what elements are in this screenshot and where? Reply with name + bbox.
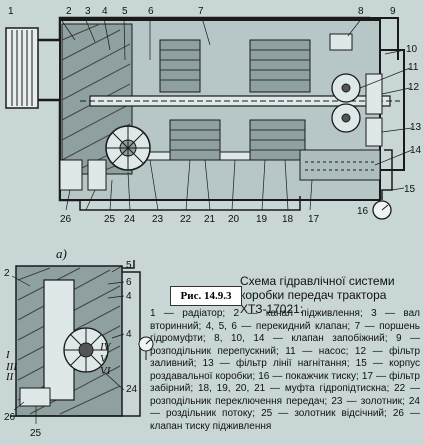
- pipe-gauge: [381, 149, 393, 200]
- clutch-packs: [159, 39, 311, 161]
- radiator: [5, 27, 39, 109]
- callout-15: 15: [404, 184, 416, 195]
- caption-subtitle: коробки передач трактора ХТЗ-17021:: [240, 288, 387, 316]
- pipe-bottom: [79, 196, 301, 211]
- callout-9: 9: [390, 6, 396, 17]
- cutoff-spool: [19, 387, 51, 407]
- callout-8: 8: [358, 6, 364, 17]
- pressure-gauge: [372, 200, 392, 220]
- roman-I: I: [5, 349, 11, 361]
- callout-2: 2: [66, 6, 72, 17]
- callout-14: 14: [410, 145, 422, 156]
- callout-a-2: 2: [4, 268, 10, 279]
- pressure-valve-26: [59, 159, 83, 191]
- roman-II: II: [5, 371, 15, 383]
- roman-VI: VI: [100, 365, 112, 377]
- gauge-a: [138, 336, 154, 360]
- callout-11: 11: [408, 62, 419, 73]
- bypass-distributor: [329, 33, 353, 51]
- callout-7: 7: [198, 6, 204, 17]
- subfigure-label: а): [56, 246, 67, 261]
- callout-4: 4: [102, 6, 108, 17]
- top-diagram: [5, 16, 413, 220]
- distributor-wheel: [105, 125, 151, 171]
- callout-a-4a: 4: [126, 291, 132, 302]
- callout-a-24: 24: [126, 384, 138, 395]
- callout-20: 20: [228, 214, 240, 225]
- roman-V: V: [100, 353, 108, 365]
- cutoff-spool-25: [87, 159, 107, 191]
- callout-21: 21: [204, 214, 216, 225]
- top-leaders: [59, 17, 413, 211]
- pipe-upper-a: [122, 260, 135, 269]
- callout-10: 10: [406, 44, 418, 55]
- bottom-diagram: [10, 260, 154, 424]
- roman-III: III: [5, 361, 18, 373]
- pump-gears: [331, 73, 361, 133]
- callout-26: 26: [60, 214, 72, 225]
- bottom-callouts: 2 5 6 4 4 24 26 25 I II III IV V VI: [4, 260, 138, 439]
- figure-legend: 1 — радіатор; 2 — канал підживлення; 3 —…: [150, 308, 420, 432]
- sump: [299, 149, 381, 181]
- callout-a-5: 5: [126, 260, 132, 271]
- callout-19: 19: [256, 214, 268, 225]
- callout-a-6: 6: [126, 277, 132, 288]
- callout-a-25: 25: [30, 428, 42, 439]
- callout-a-4b: 4: [126, 329, 132, 340]
- callout-a-26: 26: [4, 412, 16, 423]
- caption-title: Схема гідравлічної системи: [240, 274, 395, 288]
- callout-5: 5: [122, 6, 128, 17]
- callout-13: 13: [410, 122, 422, 133]
- callout-23: 23: [152, 214, 164, 225]
- callout-24: 24: [124, 214, 136, 225]
- callout-25: 25: [104, 214, 116, 225]
- callout-12: 12: [408, 82, 420, 93]
- callout-17: 17: [308, 214, 320, 225]
- callout-22: 22: [180, 214, 192, 225]
- callout-6: 6: [148, 6, 154, 17]
- callout-16: 16: [357, 206, 369, 217]
- roman-IV: IV: [99, 341, 112, 353]
- figure-label: Рис. 14.9.3: [170, 286, 242, 306]
- callout-3: 3: [85, 6, 91, 17]
- callout-18: 18: [282, 214, 294, 225]
- top-callouts: 1 2 3 4 5 6 7 8 9 10 11 12 13 14 15 16 1…: [8, 6, 422, 225]
- filter-pressure: [365, 117, 383, 147]
- callout-1: 1: [8, 6, 14, 17]
